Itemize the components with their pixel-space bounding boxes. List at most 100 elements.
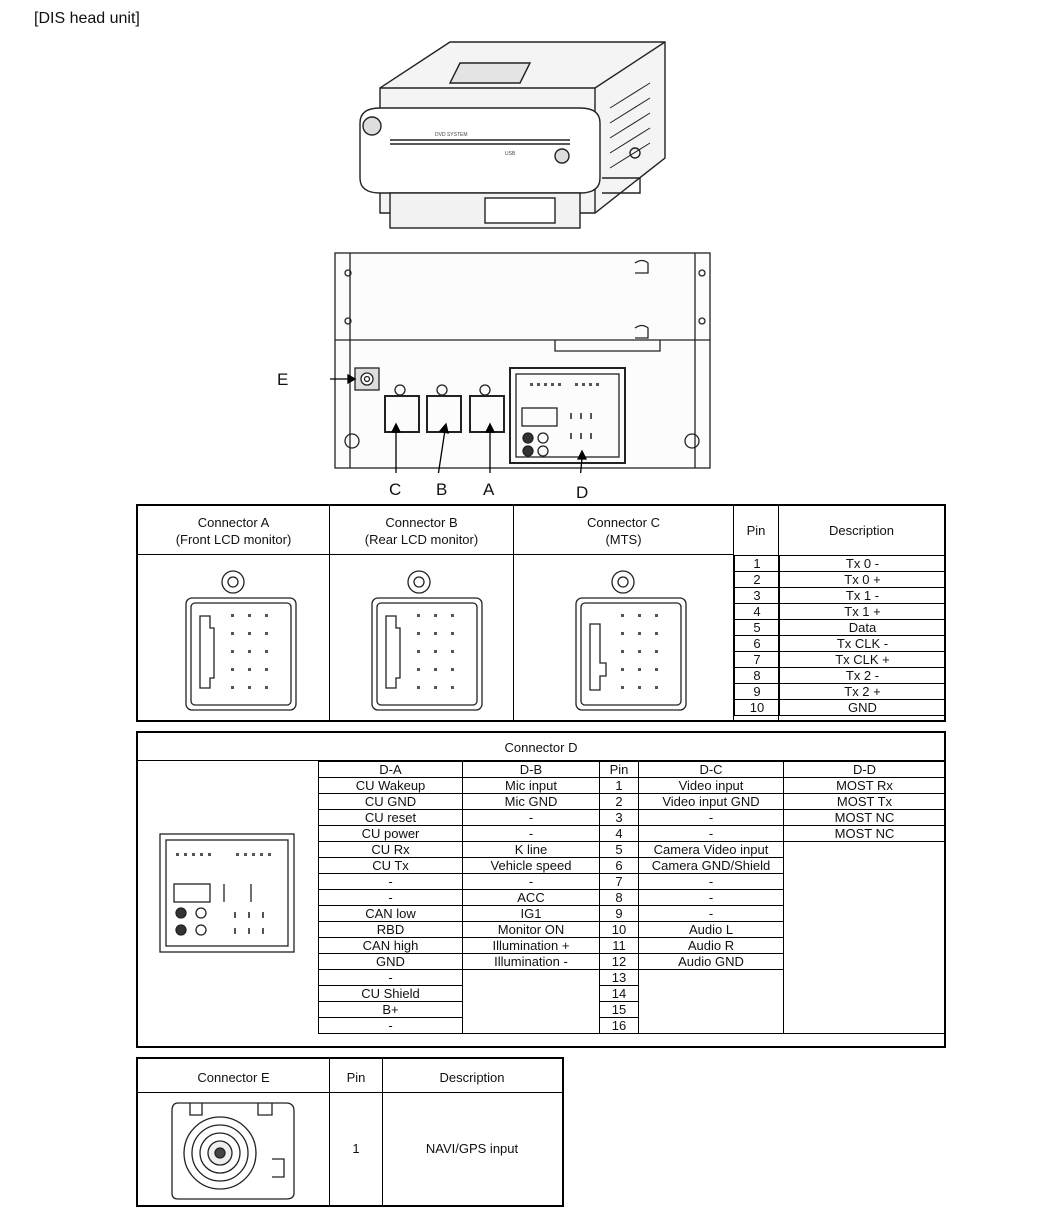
d-b-header: D-B (462, 761, 600, 778)
callout-d: D (576, 483, 589, 502)
d-d-cell: MOST NC (783, 809, 946, 826)
d-d-cell: MOST NC (783, 825, 946, 842)
d-a-cell: CU Rx (318, 841, 463, 858)
d-a-cell: CU power (318, 825, 463, 842)
pin-number: 10 (734, 699, 780, 716)
d-b-cell: IG1 (462, 905, 600, 922)
d-a-cell: CU GND (318, 793, 463, 810)
d-d-cell: MOST Tx (783, 793, 946, 810)
d-b-cell: Illumination - (462, 953, 600, 970)
pin-description: Data (779, 619, 946, 636)
d-a-cell: CAN low (318, 905, 463, 922)
connector-a-title: Connector A (197, 515, 270, 530)
d-d-cell (783, 905, 946, 922)
d-b-cell (462, 1017, 600, 1034)
d-a-cell: - (318, 873, 463, 890)
connector-b-title: Connector B (385, 515, 458, 530)
pin-header: Pin (746, 523, 766, 538)
connector-e-table: Connector E Pin Description 1 NAVI/GPS i… (136, 1057, 564, 1207)
d-b-cell: - (462, 873, 600, 890)
connector-d-face-icon (159, 833, 295, 953)
pin-description: Tx 1 - (779, 587, 946, 604)
callout-c: C (389, 480, 402, 499)
connector-c-header: Connector C (MTS) (514, 514, 733, 548)
d-pin-cell: 10 (599, 921, 639, 938)
d-a-cell: - (318, 889, 463, 906)
pin-description: Tx CLK + (779, 651, 946, 668)
d-a-cell: GND (318, 953, 463, 970)
table-row: CU reset-3-MOST NC (318, 809, 946, 826)
d-pin-cell: 12 (599, 953, 639, 970)
d-b-cell: Mic GND (462, 793, 600, 810)
callout-e: E (277, 370, 289, 389)
connector-a-header: Connector A (Front LCD monitor) (138, 514, 329, 548)
connector-e-description: NAVI/GPS input (425, 1141, 519, 1156)
d-c-cell (638, 985, 784, 1002)
d-a-cell: CU Shield (318, 985, 463, 1002)
d-pin-cell: 11 (599, 937, 639, 954)
d-b-cell (462, 969, 600, 986)
d-a-cell: B+ (318, 1001, 463, 1018)
table-row: -13 (318, 969, 946, 986)
pin-description: Tx 2 - (779, 667, 946, 684)
d-b-cell: - (462, 825, 600, 842)
d-pin-cell: 9 (599, 905, 639, 922)
connector-d-table: Connector D D-A D-B Pin D-C D-D (136, 731, 946, 1048)
pin-number: 3 (734, 587, 780, 604)
d-c-cell (638, 969, 784, 986)
d-c-cell: Camera Video input (638, 841, 784, 858)
d-a-cell: RBD (318, 921, 463, 938)
d-c-cell: Camera GND/Shield (638, 857, 784, 874)
d-c-header: D-C (638, 761, 784, 778)
pin-description: Tx CLK - (779, 635, 946, 652)
pin-number: 7 (734, 651, 780, 668)
d-d-cell (783, 889, 946, 906)
d-b-cell: ACC (462, 889, 600, 906)
d-a-cell: CU reset (318, 809, 463, 826)
connector-abc-table: Connector A (Front LCD monitor) Connecto… (136, 504, 946, 722)
pin-number: 5 (734, 619, 780, 636)
connector-c-subtitle: (MTS) (605, 532, 642, 547)
d-c-cell (638, 1001, 784, 1018)
table-row: B+15 (318, 1001, 946, 1018)
d-d-cell (783, 857, 946, 874)
connector-c-face-icon (575, 570, 687, 711)
d-d-cell (783, 873, 946, 890)
page-title: [DIS head unit] (34, 10, 140, 27)
pin-number: 8 (734, 667, 780, 684)
connector-e-pin-header: Pin (346, 1070, 366, 1085)
d-c-cell: Audio R (638, 937, 784, 954)
pin-number: 1 (734, 555, 780, 572)
d-pin-cell: 1 (599, 777, 639, 794)
pin-description: Tx 0 - (779, 555, 946, 572)
pin-number: 2 (734, 571, 780, 588)
d-a-cell: CU Wakeup (318, 777, 463, 794)
description-header: Description (828, 523, 895, 538)
table-row: -16 (318, 1017, 946, 1034)
d-pin-cell: 7 (599, 873, 639, 890)
d-c-cell: - (638, 825, 784, 842)
d-d-cell (783, 841, 946, 858)
connector-d-title: Connector D (504, 740, 578, 755)
d-b-cell: Mic input (462, 777, 600, 794)
d-pin-cell: 8 (599, 889, 639, 906)
d-pin-cell: 5 (599, 841, 639, 858)
d-b-cell: K line (462, 841, 600, 858)
connector-e-description-header: Description (439, 1070, 505, 1085)
d-pin-cell: 6 (599, 857, 639, 874)
callout-b: B (436, 480, 448, 499)
